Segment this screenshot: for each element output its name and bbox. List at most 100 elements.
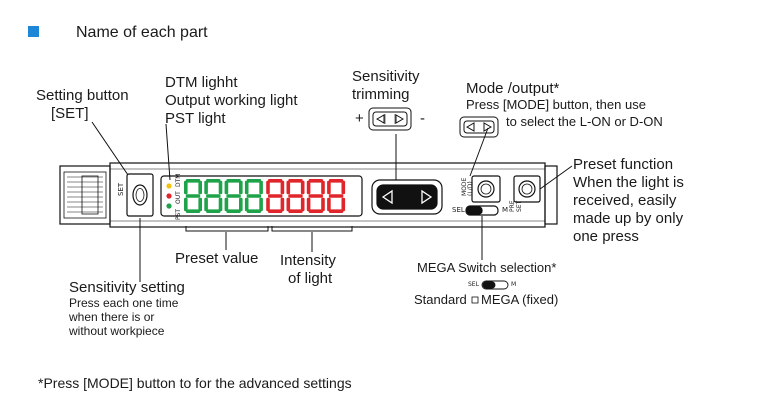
red-digit-3-segment-a bbox=[308, 179, 323, 183]
preset-button-outer bbox=[518, 180, 536, 198]
intensity-label-line1: Intensity bbox=[280, 252, 336, 269]
red-digit-4 bbox=[327, 179, 346, 213]
green-digit-1 bbox=[184, 179, 202, 213]
red-digit-3-segment-g bbox=[308, 194, 323, 198]
red-digit-4-segment-c bbox=[341, 197, 346, 212]
green-digit-3-segment-f bbox=[224, 180, 229, 195]
sel-label: SEL bbox=[452, 206, 465, 214]
green-digit-3-segment-a bbox=[226, 179, 241, 183]
green-digit-4-segment-d bbox=[246, 209, 262, 213]
green-digit-2-segment-a bbox=[206, 179, 221, 183]
mode-output-label: Mode /output* bbox=[466, 80, 560, 97]
trim-plus-label: + bbox=[355, 110, 364, 127]
heading-marker bbox=[28, 26, 39, 37]
mega-fixed-label: MEGA (fixed) bbox=[481, 292, 559, 307]
green-digit-1-segment-e bbox=[184, 197, 188, 212]
red-digit-2-segment-b bbox=[300, 180, 305, 195]
footnote: *Press [MODE] button to for the advanced… bbox=[38, 375, 352, 391]
heading-title: Name of each part bbox=[76, 24, 208, 41]
set-button-housing bbox=[126, 173, 154, 217]
mode-button-housing bbox=[471, 175, 501, 203]
pst-light-label: PST light bbox=[165, 110, 226, 127]
preset-function-desc-line2: received, easily bbox=[573, 192, 677, 209]
red-digit-3-segment-e bbox=[306, 197, 311, 212]
green-digit-2-segment-b bbox=[218, 180, 223, 195]
green-digit-4-segment-e bbox=[244, 197, 249, 212]
red-digit-4-segment-a bbox=[328, 179, 344, 183]
sensitivity-trimming-label-line1: Sensitivity bbox=[352, 68, 420, 85]
red-digit-4-segment-g bbox=[328, 194, 344, 198]
sensitivity-setting-desc-line1: Press each one time bbox=[69, 296, 179, 310]
mode-button-inner bbox=[480, 183, 492, 195]
display-window bbox=[160, 175, 363, 217]
green-digit-2-segment-e bbox=[204, 197, 208, 212]
sensitivity-setting-label: Sensitivity setting bbox=[69, 279, 185, 296]
mini-sel-label: SEL bbox=[468, 281, 479, 288]
green-digit-2-segment-f bbox=[204, 180, 208, 195]
red-digit-1-segment-b bbox=[280, 180, 285, 195]
red-digit-2-segment-g bbox=[288, 194, 303, 198]
green-digit-2 bbox=[204, 179, 223, 213]
sensitivity-trimming-label-line2: trimming bbox=[352, 86, 410, 103]
red-digit-3-segment-b bbox=[321, 180, 325, 195]
green-digit-1-segment-b bbox=[198, 180, 202, 195]
preset-function-desc-line1: When the light is bbox=[573, 174, 684, 191]
mega-square-glyph bbox=[471, 296, 479, 304]
seven-segment-display bbox=[184, 179, 346, 213]
pst-led bbox=[166, 203, 172, 209]
device-body bbox=[109, 162, 546, 228]
trim-minus-label: - bbox=[420, 110, 425, 127]
trimmer-wheel bbox=[376, 184, 438, 210]
red-digit-1-segment-d bbox=[268, 209, 283, 213]
preset-function-label: Preset function bbox=[573, 156, 674, 173]
green-digit-3-segment-g bbox=[226, 194, 241, 198]
mode-leader bbox=[469, 127, 489, 177]
clip-block-inner bbox=[63, 171, 107, 219]
preset-button-housing bbox=[513, 175, 541, 203]
green-digit-1-segment-a bbox=[185, 179, 201, 183]
mini-mega-switch-icon bbox=[481, 280, 509, 290]
green-digit-3-segment-c bbox=[239, 197, 243, 212]
preset-leader bbox=[539, 165, 573, 190]
red-digit-1 bbox=[266, 179, 285, 213]
preset-value-bracket bbox=[185, 226, 269, 232]
set-button-inner bbox=[135, 188, 145, 202]
green-digit-2-segment-c bbox=[218, 197, 223, 212]
sensitivity-setting-desc-line3: without workpiece bbox=[69, 324, 165, 338]
end-cap bbox=[544, 165, 558, 225]
out-led bbox=[166, 193, 172, 199]
m-label: M bbox=[502, 206, 509, 214]
green-digit-1-segment-d bbox=[185, 209, 201, 213]
red-digit-3-segment-d bbox=[308, 209, 323, 213]
sensitivity-setting-desc-line2: when there is or bbox=[69, 310, 155, 324]
mode-output-desc-line2: to select the L-ON or D-ON bbox=[506, 114, 663, 129]
mode-icon bbox=[459, 116, 499, 138]
green-digit-3-segment-d bbox=[226, 209, 241, 213]
trimmer-arrows bbox=[381, 189, 433, 205]
set-button-outer bbox=[132, 184, 148, 206]
red-digit-2-segment-e bbox=[286, 197, 291, 212]
trimmer-housing bbox=[371, 179, 443, 215]
red-digit-4-segment-e bbox=[327, 197, 331, 212]
setting-button-label-line1: Setting button bbox=[36, 87, 129, 104]
intensity-label-line2: of light bbox=[288, 270, 333, 287]
red-digit-4-segment-b bbox=[341, 180, 346, 195]
green-digit-4 bbox=[244, 179, 263, 213]
green-digit-3-segment-e bbox=[224, 197, 229, 212]
dtm-light-label: DTM lighht bbox=[165, 74, 238, 91]
green-digit-4-segment-f bbox=[244, 180, 249, 195]
mode-button-outer bbox=[477, 180, 495, 198]
red-digit-4-segment-d bbox=[328, 209, 344, 213]
dtm-led bbox=[166, 183, 172, 189]
setting-button-label-line2: [SET] bbox=[51, 105, 89, 122]
red-digit-1-segment-c bbox=[280, 197, 285, 212]
green-digit-3-segment-b bbox=[239, 180, 243, 195]
red-digit-2-segment-c bbox=[300, 197, 305, 212]
mega-switch-slider bbox=[466, 206, 483, 215]
green-digit-2-segment-d bbox=[206, 209, 221, 213]
mega-switch bbox=[465, 205, 499, 216]
green-digit-4-segment-b bbox=[259, 180, 263, 195]
trimming-icon bbox=[368, 107, 412, 131]
preset-function-desc-line3: made up by only bbox=[573, 210, 684, 227]
